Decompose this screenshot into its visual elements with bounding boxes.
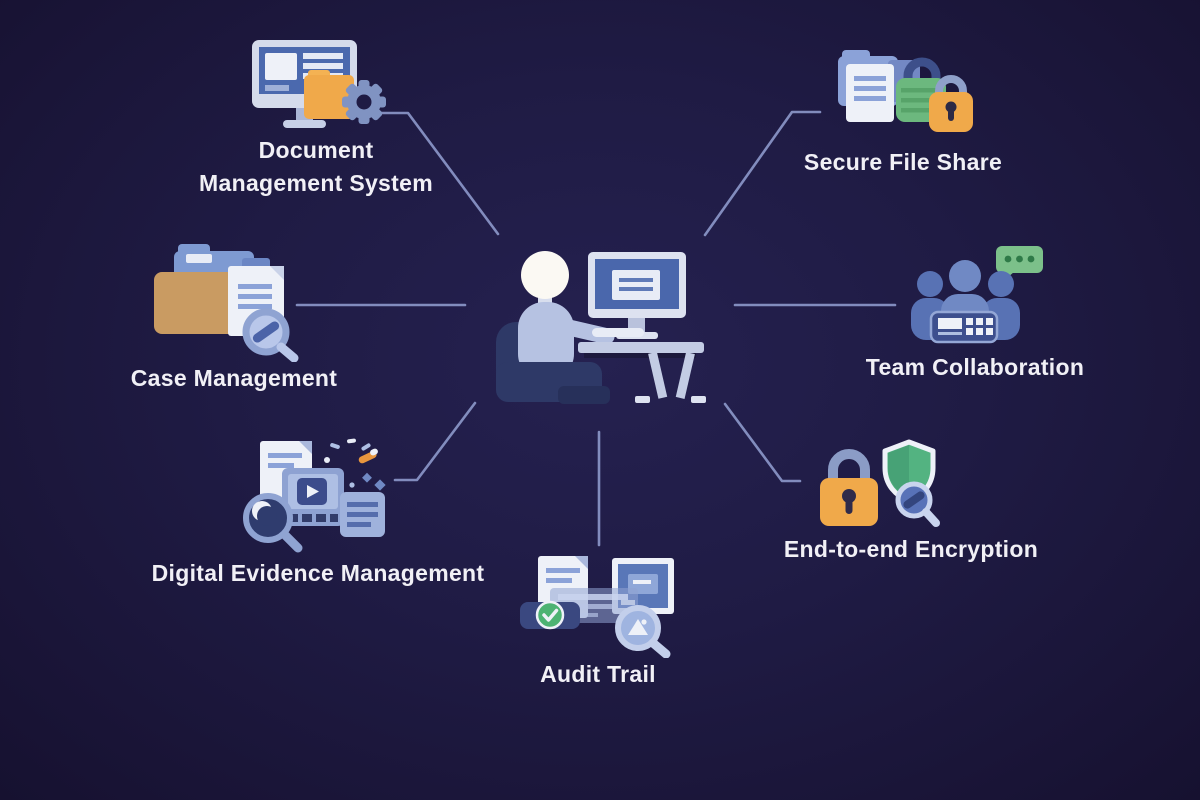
orange-lock-icon <box>929 75 973 132</box>
media-evidence-magnifier-icon <box>243 438 386 553</box>
node-label-audit-trail: Audit Trail <box>540 661 656 687</box>
node-secure-file-share <box>836 50 976 138</box>
connector-secure-file-share <box>703 110 822 237</box>
padlock-icon <box>820 449 878 526</box>
node-end-to-end-encryption <box>812 438 942 533</box>
gear-icon <box>342 80 386 124</box>
node-team-collaboration <box>908 246 1043 346</box>
node-label-document-management-system: Document Management System <box>199 137 433 196</box>
magnifier-icon <box>895 481 940 527</box>
keyboard-device-icon <box>929 310 999 344</box>
monitor-folder-gear-icon <box>252 40 386 128</box>
magnifier-icon <box>242 308 299 362</box>
people-chat-bubble-icon <box>911 246 1043 344</box>
node-document-management-system <box>252 40 387 135</box>
node-label-team-collaboration: Team Collaboration <box>865 354 1085 380</box>
connector-document-management <box>373 111 500 236</box>
video-player-icon <box>282 468 344 526</box>
node-label-secure-file-share: Secure File Share <box>803 149 1003 175</box>
magnifier-icon <box>243 493 303 553</box>
connector-digital-evidence <box>393 401 477 482</box>
check-badge-icon <box>520 600 580 630</box>
folders-document-magnifier-icon <box>154 244 299 362</box>
folder-locks-icon <box>838 50 973 132</box>
center-illustration <box>488 246 718 406</box>
node-audit-trail <box>520 556 680 658</box>
node-label-case-management: Case Management <box>130 365 338 391</box>
node-label-digital-evidence-management: Digital Evidence Management <box>151 560 485 586</box>
node-label-end-to-end-encryption: End-to-end Encryption <box>783 536 1039 562</box>
connector-encryption <box>723 402 802 483</box>
document-check-monitor-magnifier-icon <box>520 556 674 658</box>
padlock-shield-magnifier-icon <box>820 439 940 527</box>
person-at-computer-icon <box>496 251 706 404</box>
magnifier-icon <box>615 605 671 658</box>
node-case-management <box>150 244 300 362</box>
node-digital-evidence-management <box>240 436 395 554</box>
